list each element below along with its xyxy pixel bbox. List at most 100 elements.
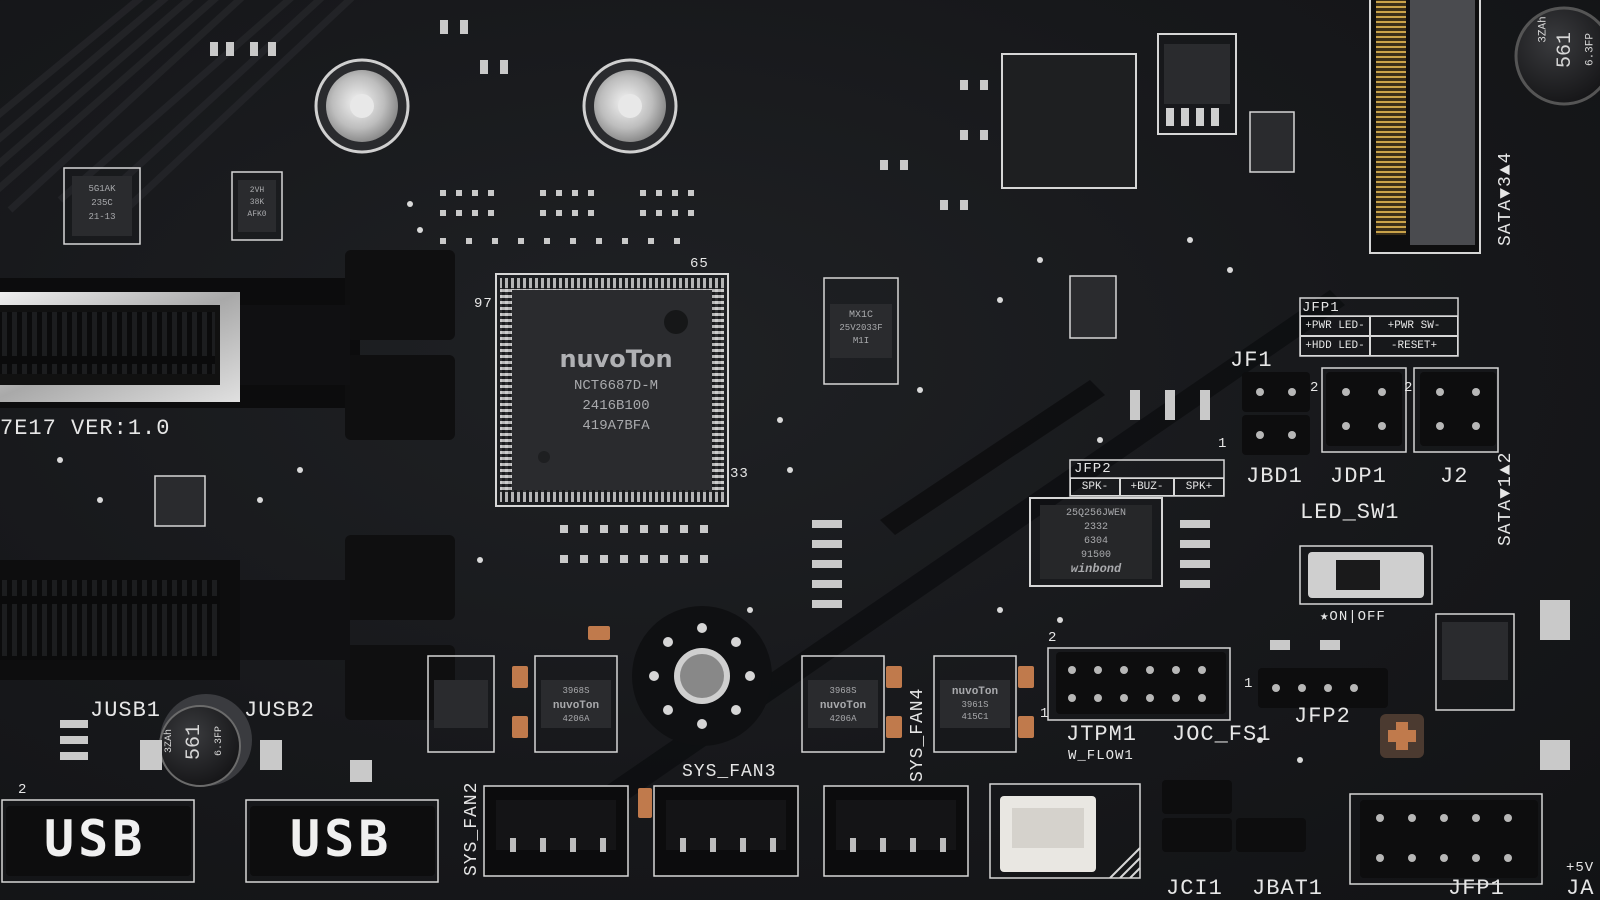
bios-line1: 25Q256JWEN — [1065, 508, 1126, 519]
fan-driver-3-line2: 415C1 — [961, 712, 989, 722]
label-jusb1: JUSB1 — [90, 698, 162, 723]
fan-header-4 — [823, 785, 969, 877]
header-jusb2 — [250, 806, 435, 876]
bga-pad — [1001, 53, 1137, 189]
pcie-slot-1 — [0, 250, 455, 440]
superio-pin-33: 33 — [730, 466, 749, 482]
board-revision: 7E17 VER:1.0 — [0, 416, 171, 441]
superio-chip — [495, 273, 729, 507]
cap-bottom-line2: 561 — [183, 724, 206, 761]
fan-driver-3-line1: 3961S — [961, 700, 989, 710]
fan-driver-2-line2: 4206A — [829, 714, 857, 724]
label-j2: J2 — [1440, 464, 1469, 489]
jfp1-reset: -RESET+ — [1370, 336, 1458, 356]
mosfet-top — [1157, 33, 1237, 135]
usb-label-1: USB — [44, 810, 147, 868]
label-jusb2: JUSB2 — [244, 698, 316, 723]
cap-bottom-line1: 3ZAh — [164, 729, 175, 754]
cap-bottom-line3: 6.3FP — [214, 726, 225, 757]
capacitor-top — [1514, 6, 1600, 106]
eeprom-line2: 25V2033F — [839, 323, 883, 333]
eeprom-line1: MX1C — [848, 310, 873, 321]
jfp2-panel-title: JFP2 — [1074, 461, 1112, 477]
header-jf1 — [1242, 372, 1310, 455]
header-jci1 — [1162, 780, 1232, 852]
label-jf1: JF1 — [1230, 348, 1273, 373]
plus-mark — [1380, 714, 1424, 758]
pcb-traces — [0, 0, 355, 218]
jfp1-pwr-sw: +PWR SW- — [1370, 316, 1458, 336]
eeprom-chip — [823, 277, 899, 385]
jfp2-spk-minus: SPK- — [1070, 478, 1120, 496]
standoff-2 — [582, 58, 678, 154]
eeprom-line3: M1I — [852, 336, 870, 346]
label-jtpm1: JTPM1 — [1066, 722, 1138, 747]
fan-driver-2-line1: 3968S — [829, 686, 857, 696]
mounting-hole — [632, 606, 772, 746]
fan-driver-1-line2: 4206A — [562, 714, 590, 724]
fan-header-3 — [653, 785, 799, 877]
header-jtpm1 — [1056, 652, 1226, 714]
label-jbat1: JBAT1 — [1252, 876, 1324, 900]
header-pins — [1068, 388, 1512, 862]
bios-line3: 6304 — [1083, 536, 1108, 547]
cap-top-line1: 3ZAh — [1537, 16, 1550, 43]
header-j2 — [1420, 372, 1496, 446]
label-sata-34: SATA▼3▲4 — [1496, 151, 1516, 246]
cap-top-line3: 6.3FP — [1584, 33, 1597, 67]
superio-model: NCT6687D-M — [573, 378, 658, 394]
jfp2-spk-plus: SPK+ — [1174, 478, 1224, 496]
bios-chip — [1029, 497, 1163, 587]
jfp1-pwr-led: +PWR LED- — [1300, 316, 1370, 336]
header-jfp2 — [1258, 668, 1388, 708]
standoff-1 — [314, 58, 410, 154]
vias — [57, 201, 1303, 763]
label-pin-1b: 1 — [1244, 676, 1254, 692]
label-jfp2: JFP2 — [1294, 704, 1351, 729]
fan-driver-1-line1: 3968S — [562, 686, 590, 696]
cap-top-line2: 561 — [1554, 32, 1577, 69]
label-edge-right: JA — [1566, 876, 1595, 900]
header-jdp1 — [1326, 372, 1402, 446]
label-led-sw1: LED_SW1 — [1300, 500, 1400, 525]
label-sys-fan4: SYS_FAN4 — [908, 687, 928, 782]
superio-line3: 419A7BFA — [582, 418, 650, 434]
bios-brand: winbond — [1070, 562, 1122, 576]
capacitor-bottom — [159, 694, 252, 787]
label-jbd1: JBD1 — [1246, 464, 1303, 489]
label-pin-1a: 1 — [1040, 706, 1050, 722]
pcie-slot-2 — [0, 535, 455, 720]
w-flow-connector — [989, 783, 1141, 879]
label-joc-fs1: JOC_FS1 — [1172, 722, 1272, 747]
fan-driver-2-brand: nuvoTon — [819, 700, 867, 712]
label-jdp1: JDP1 — [1330, 464, 1387, 489]
label-pin-2b: 2 — [1404, 380, 1414, 396]
superio-pin-65: 65 — [690, 256, 709, 272]
label-w-flow1: W_FLOW1 — [1068, 748, 1134, 764]
label-pin-1c: 1 — [1218, 436, 1228, 452]
header-jusb1 — [6, 806, 191, 876]
small-chip-2-line1: 2VH — [249, 186, 265, 195]
label-sys-fan2: SYS_FAN2 — [462, 781, 482, 876]
small-chip-1-line1: 5G1AK — [88, 184, 116, 194]
header-jfp1 — [1360, 800, 1538, 878]
bios-line2: 2332 — [1083, 522, 1108, 533]
led-switch — [1299, 545, 1433, 605]
usb-label-2: USB — [290, 810, 393, 868]
small-chip-1-line3: 21-13 — [88, 212, 116, 222]
label-pin-2c: 2 — [1048, 630, 1058, 646]
superio-line2: 2416B100 — [582, 398, 650, 414]
smd-components — [60, 20, 1570, 782]
superio-brand: nuvoTon — [559, 345, 673, 373]
small-chip-1-line2: 235C — [91, 198, 113, 208]
label-sys-fan3: SYS_FAN3 — [682, 762, 777, 782]
fan-header-2 — [483, 785, 629, 877]
tantalum-caps — [512, 626, 1034, 818]
header-jbat1 — [1236, 818, 1306, 852]
label-pin-2d: 2 — [18, 782, 28, 798]
small-chip-2-line3: AFK0 — [247, 210, 267, 219]
jfp2-buz: +BUZ- — [1120, 478, 1174, 496]
label-on-off: ★ON|OFF — [1320, 609, 1386, 625]
